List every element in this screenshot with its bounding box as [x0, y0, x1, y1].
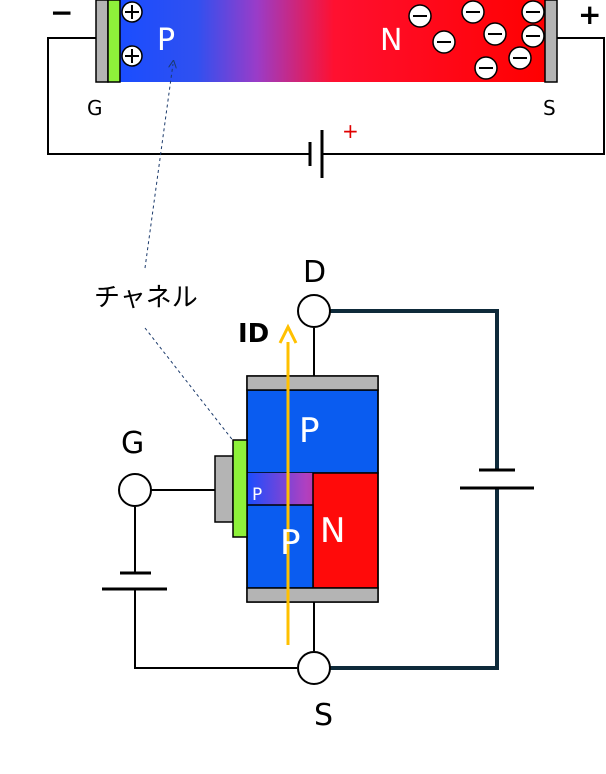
- electron-minus-marks: [413, 11, 540, 69]
- top-left-wire: [47, 37, 310, 155]
- top-plus-sign: +: [578, 0, 601, 31]
- drain-terminal: [297, 294, 331, 328]
- top-source-electrode: [544, 0, 558, 83]
- gate-return-wire: [134, 589, 297, 669]
- lower-p-label: P: [280, 523, 301, 563]
- top-minus-sign: −: [50, 0, 73, 29]
- source-terminal: [297, 651, 331, 685]
- gate-label: G: [121, 426, 144, 461]
- channel-label: チャネル: [94, 283, 198, 313]
- top-gate-label: G: [87, 96, 103, 120]
- hole-plus-marks: [125, 5, 139, 63]
- n-label: N: [320, 511, 345, 551]
- drain-label: D: [303, 255, 326, 290]
- upper-p-label: P: [299, 411, 320, 451]
- top-n-label: N: [380, 23, 402, 58]
- current-label: ID: [238, 319, 269, 349]
- top-gate-oxide: [107, 0, 121, 83]
- gate-oxide: [232, 439, 248, 538]
- source-label: S: [314, 698, 333, 733]
- drain-supply-wire: [330, 309, 499, 470]
- top-battery-plus: +: [342, 119, 359, 143]
- source-supply-wire: [330, 488, 499, 670]
- drain-electrode: [246, 375, 379, 391]
- top-source-label: S: [543, 96, 556, 120]
- channel-pointer-up: [144, 64, 173, 269]
- gate-electrode: [214, 455, 234, 523]
- channel-p-label: P: [252, 485, 262, 505]
- top-p-label: P: [157, 23, 175, 58]
- top-right-wire: [322, 37, 605, 155]
- channel-pointers: チャネル: [94, 64, 256, 470]
- current-arrow-head: [278, 323, 298, 344]
- top-diagram: +: [47, 0, 605, 178]
- source-electrode: [246, 587, 379, 603]
- gate-terminal: [118, 473, 152, 507]
- top-gate-electrode: [95, 0, 109, 83]
- bottom-diagram: D G S ID P P P N: [102, 255, 534, 733]
